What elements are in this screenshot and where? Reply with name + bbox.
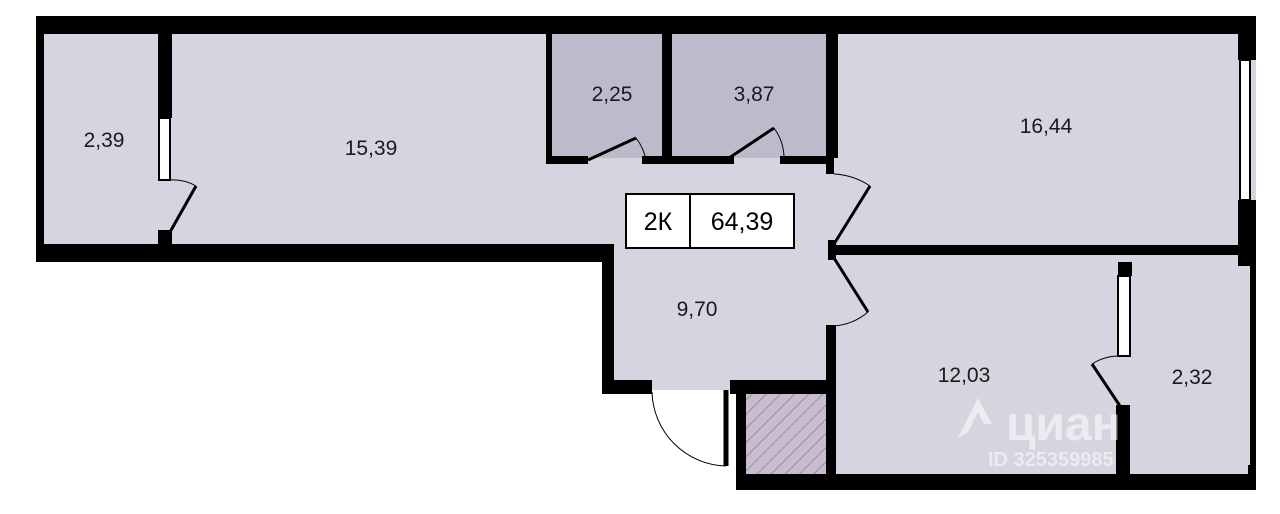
wall-door-post-a	[828, 240, 836, 260]
wall-rooms-divider	[830, 245, 1256, 255]
wall-hallway-left	[602, 244, 614, 394]
lower-right-area	[830, 250, 1255, 485]
wall-bath-wc-divider	[662, 34, 672, 164]
room-fills	[36, 20, 1256, 485]
area-label-wc: 3,87	[734, 83, 775, 106]
partition-right	[1117, 275, 1131, 357]
wall-post-right	[1118, 262, 1132, 276]
wall-hallway-bottom-left	[602, 380, 652, 394]
wall-room-left	[826, 325, 836, 475]
wc-area	[668, 32, 830, 158]
area-label-balcony-right: 2,32	[1172, 366, 1213, 389]
wall-right-upper-b	[1238, 200, 1256, 266]
area-label-bathroom: 2,25	[592, 83, 633, 106]
wall-balcony-right	[1116, 405, 1130, 480]
door-bathroom	[587, 136, 637, 162]
door-arc-wc	[773, 127, 785, 161]
wall-bath-left	[546, 34, 552, 164]
hallway-area	[604, 240, 844, 390]
door-balcony-right	[1090, 363, 1122, 407]
door-arc-bathroom	[635, 137, 647, 161]
total-area-badge: 2К 64,39	[625, 193, 795, 249]
watermark-id: ID 325359985	[988, 449, 1114, 471]
watermark-logo-icon	[958, 398, 992, 438]
doors	[168, 126, 1122, 467]
door-arc-room-bottom	[833, 311, 869, 327]
area-label-room-right-top: 16,44	[1020, 115, 1073, 138]
area-label-balcony-left: 2,39	[84, 129, 125, 152]
wall-balcony-left	[158, 34, 172, 118]
badge-frame	[625, 193, 795, 249]
wall-wc-bottom	[780, 156, 832, 164]
room-labels: 2,39 15,39 2,25 3,87 16,44 9,70 12,03 2,…	[84, 83, 1213, 389]
wall-right-lower	[1250, 266, 1256, 466]
wall-wc-right	[826, 34, 838, 158]
partition-left	[158, 117, 171, 181]
wall-bottom-left	[36, 244, 614, 262]
door-room-top	[832, 185, 872, 245]
wall-left	[36, 16, 44, 262]
partitions	[158, 59, 1251, 357]
door-wc	[725, 126, 775, 162]
wall-hallway-bottom-right	[730, 380, 830, 394]
area-label-room-right-bottom: 12,03	[938, 364, 991, 387]
wall-bath-wc-bottom	[642, 156, 734, 164]
watermark: циан ID 325359985	[958, 398, 1121, 471]
badge-total-area: 64,39	[711, 208, 774, 236]
wall-balcony-left-post	[158, 230, 172, 250]
door-arc-room-top	[833, 173, 871, 187]
door-balcony-left	[168, 185, 198, 233]
watermark-brand: циан	[1006, 398, 1121, 451]
door-arc-balcony-left	[169, 179, 197, 187]
wall-bath-bottom	[546, 156, 588, 164]
wall-top	[36, 16, 1256, 34]
area-label-living-room: 15,39	[345, 137, 398, 160]
badge-room-count: 2К	[644, 208, 673, 236]
wall-bottom-right	[736, 474, 1256, 490]
bathroom-area	[548, 32, 666, 158]
window-right	[1239, 59, 1251, 201]
wall-right-upper-a	[1238, 16, 1256, 60]
wall-wc-stub	[826, 158, 834, 174]
shaft-hatch	[746, 394, 828, 476]
area-label-hallway: 9,70	[677, 298, 718, 321]
wall-corner-bottom-right	[1248, 465, 1256, 490]
wall-shaft-left	[736, 380, 746, 490]
door-room-bottom	[832, 257, 870, 313]
door-arc-balcony-right	[1091, 355, 1121, 365]
door-arc-entrance	[651, 391, 727, 467]
walls	[36, 16, 1256, 490]
